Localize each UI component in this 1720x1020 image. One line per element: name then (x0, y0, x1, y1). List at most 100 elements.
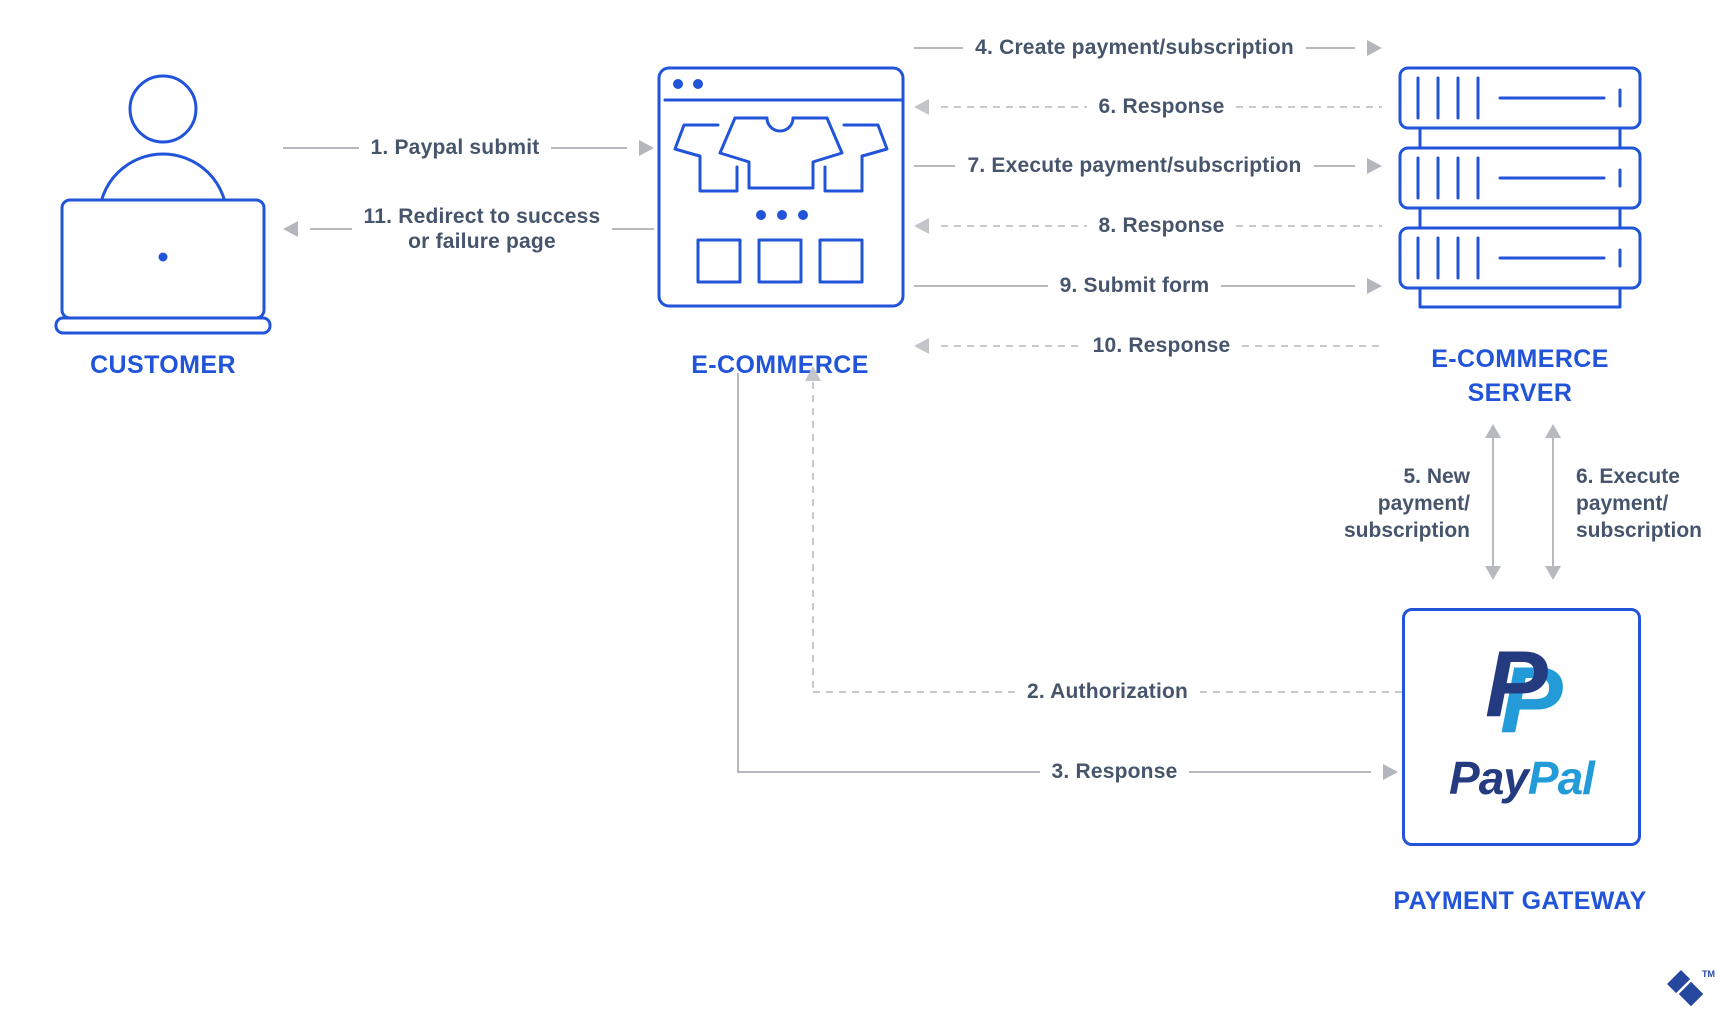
server-label: E-COMMERCE SERVER (1370, 342, 1670, 410)
flow-6e-label-line3: subscription (1576, 519, 1703, 542)
server-unit (1398, 226, 1642, 290)
server-unit (1398, 66, 1642, 130)
arrow-line (737, 771, 1040, 773)
flow-2-authorization: 2. Authorization (813, 677, 1402, 707)
tm-mark: TM (1702, 969, 1715, 979)
flow-5-label: 5. New payment/ subscription (1270, 463, 1470, 544)
server-stack-icon (1398, 66, 1642, 309)
flow-6e-vertical-arrow (1545, 424, 1561, 580)
arrow-line (612, 228, 654, 230)
flow-6e-label: 6. Execute payment/ subscription (1576, 463, 1720, 544)
payment-gateway-box: P P PayPal (1402, 608, 1641, 846)
flow-7-label: 7. Execute payment/subscription (967, 154, 1302, 177)
arrow-line (1189, 771, 1371, 773)
arrow-right-icon (1367, 158, 1383, 174)
tshirt-left (673, 123, 739, 193)
flow-5-label-line2: payment/ (1377, 492, 1470, 515)
flow-6-response: 6. Response (914, 92, 1383, 122)
arrow-up-icon (1485, 424, 1501, 438)
arrow-left-icon (914, 218, 929, 234)
flow-7-execute-payment: 7. Execute payment/subscription (914, 151, 1383, 181)
customer-shoulders (97, 152, 229, 220)
arrow-right-icon (1367, 40, 1383, 56)
browser-dot (673, 79, 683, 89)
flow-3-label: 3. Response (1051, 760, 1178, 783)
dashed-line (1236, 225, 1383, 227)
arrow-right-icon (1383, 764, 1398, 780)
flow-6e-label-line1: 6. Execute (1576, 465, 1680, 488)
ecommerce-browser-icon (657, 66, 905, 308)
customer-icon (54, 74, 272, 335)
flow-5-label-line3: subscription (1343, 519, 1470, 542)
flow-8-response: 8. Response (914, 211, 1383, 241)
dashed-line (1200, 691, 1402, 693)
paypal-monogram-front: P (1485, 631, 1548, 736)
dashed-line (813, 691, 1015, 693)
arrow-left-icon (914, 99, 929, 115)
arrow-left-icon (914, 338, 929, 354)
flow-11-label: 11. Redirect to success or failure page (364, 204, 601, 254)
dashed-line (941, 106, 1087, 108)
flow-9-label: 9. Submit form (1059, 274, 1210, 297)
server-unit (1398, 146, 1642, 210)
flow-1-label: 1. Paypal submit (370, 136, 540, 159)
arrow-line (1492, 438, 1494, 566)
arrow-right-icon (639, 140, 654, 156)
carousel-dot (756, 210, 766, 220)
dashed-line (941, 225, 1087, 227)
flow-11-label-line1: 11. Redirect to success (363, 205, 601, 228)
arrow-line (914, 285, 1048, 287)
server-label-line2: SERVER (1467, 379, 1573, 407)
flow-2-label: 2. Authorization (1026, 680, 1189, 703)
customer-label: CUSTOMER (90, 351, 236, 379)
paypal-monogram-back: P (1500, 647, 1563, 752)
product-tile (818, 238, 864, 284)
carousel-dot (777, 210, 787, 220)
dashed-vertical-line (812, 382, 814, 692)
dashed-line (1236, 106, 1383, 108)
arrow-down-icon (1485, 566, 1501, 580)
product-tile (696, 238, 742, 284)
arrow-line (1552, 438, 1554, 566)
toptal-logo-icon: TM (1667, 969, 1715, 1010)
laptop-logo-dot (158, 252, 168, 262)
paypal-wordmark-pal: Pal (1527, 752, 1595, 804)
browser-dot (693, 79, 703, 89)
flow-6-response-label: 6. Response (1098, 95, 1225, 118)
flow-9-submit-form: 9. Submit form (914, 271, 1382, 301)
arrow-up-icon (1545, 424, 1561, 438)
arrow-line (551, 147, 627, 149)
dashed-line (941, 345, 1081, 347)
arrow-left-icon (283, 221, 298, 237)
flow-5-label-line1: 5. New (1403, 465, 1470, 488)
arrow-line (283, 147, 359, 149)
browser-window (657, 66, 905, 308)
paypal-wordmark-pay: Pay (1449, 752, 1529, 804)
payment-gateway-label: PAYMENT GATEWAY (1393, 887, 1647, 915)
flow-10-label: 10. Response (1092, 334, 1231, 357)
flow-11-label-line2: or failure page (408, 230, 556, 253)
arrow-line (1305, 47, 1356, 49)
solid-vertical-line (737, 373, 739, 773)
server-label-line1: E-COMMERCE (1431, 345, 1609, 373)
arrow-line (1313, 165, 1356, 167)
dashed-line (1242, 345, 1383, 347)
flow-1-paypal-submit: 1. Paypal submit (283, 133, 654, 163)
arrow-line (310, 228, 352, 230)
product-tile (757, 238, 803, 284)
arrow-down-icon (1545, 566, 1561, 580)
paypal-wordmark: PayPal (1405, 751, 1638, 805)
ecommerce-label: E-COMMERCE (691, 351, 869, 379)
flow-10-response: 10. Response (914, 331, 1383, 361)
arrow-line (914, 47, 964, 49)
arrow-line (914, 165, 956, 167)
laptop-base (54, 316, 272, 335)
flow-6e-label-line2: payment/ (1576, 492, 1669, 515)
tshirt-right (823, 123, 889, 193)
carousel-dot (798, 210, 808, 220)
flow-11-redirect: 11. Redirect to success or failure page (283, 205, 654, 253)
flow-5-vertical-arrow (1485, 424, 1501, 580)
flow-8-label: 8. Response (1098, 214, 1225, 237)
flow-3-response: 3. Response (737, 757, 1398, 787)
